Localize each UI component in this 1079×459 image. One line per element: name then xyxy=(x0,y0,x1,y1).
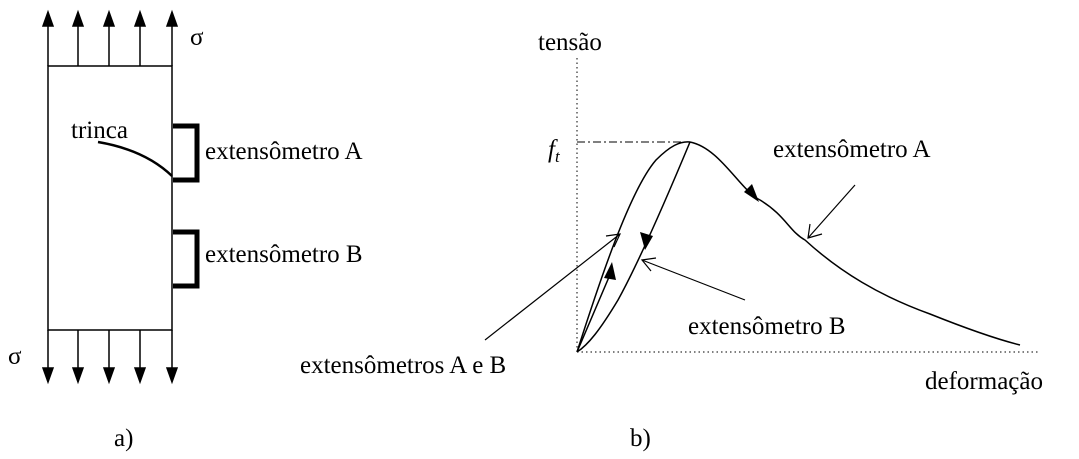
caption-a: a) xyxy=(114,425,133,452)
specimen-body xyxy=(47,65,173,331)
softening-curve-a xyxy=(689,141,1021,346)
arrowhead-loading xyxy=(604,262,616,280)
curve-a-label: extensômetro A xyxy=(773,136,931,163)
unloading-curve-b xyxy=(576,141,691,353)
origin-line xyxy=(576,269,613,353)
curves-ab-label: extensômetros A e B xyxy=(300,352,506,379)
loading-curve xyxy=(576,141,691,353)
x-axis-label: deformação xyxy=(925,368,1043,395)
crack-label: trinca xyxy=(71,117,128,144)
crack-line xyxy=(97,140,173,177)
curves-ab-pointer-head xyxy=(605,233,622,248)
stress-symbol-top: σ xyxy=(190,24,204,51)
peak-label: ft xyxy=(548,136,561,166)
panel-b: tensão deformação ft extensômetro A exte… xyxy=(300,29,1043,452)
peak-label-main: f xyxy=(548,136,558,163)
top-stress-arrows xyxy=(41,9,179,66)
panel-a: σ σ trinca extensômetro A extensômetro B… xyxy=(8,9,363,452)
y-axis-label: tensão xyxy=(538,29,602,56)
gauge-b-bracket xyxy=(173,229,200,289)
curve-a-pointer xyxy=(807,184,856,239)
gauge-a-label: extensômetro A xyxy=(205,138,363,165)
arrowhead-unloading xyxy=(640,232,653,250)
caption-b: b) xyxy=(630,425,651,452)
bottom-stress-arrows xyxy=(41,330,179,385)
curve-b-pointer-head xyxy=(640,257,657,272)
arrowhead-softening xyxy=(744,184,759,202)
curve-b-label: extensômetro B xyxy=(688,313,846,340)
gauge-b-label: extensômetro B xyxy=(205,241,363,268)
curve-a-pointer-head xyxy=(807,223,823,239)
curves-ab-pointer xyxy=(484,233,621,341)
peak-label-sub: t xyxy=(555,147,561,166)
stress-symbol-bottom: σ xyxy=(8,343,22,370)
gauge-a-bracket xyxy=(173,123,200,183)
curve-b-pointer xyxy=(641,259,746,301)
